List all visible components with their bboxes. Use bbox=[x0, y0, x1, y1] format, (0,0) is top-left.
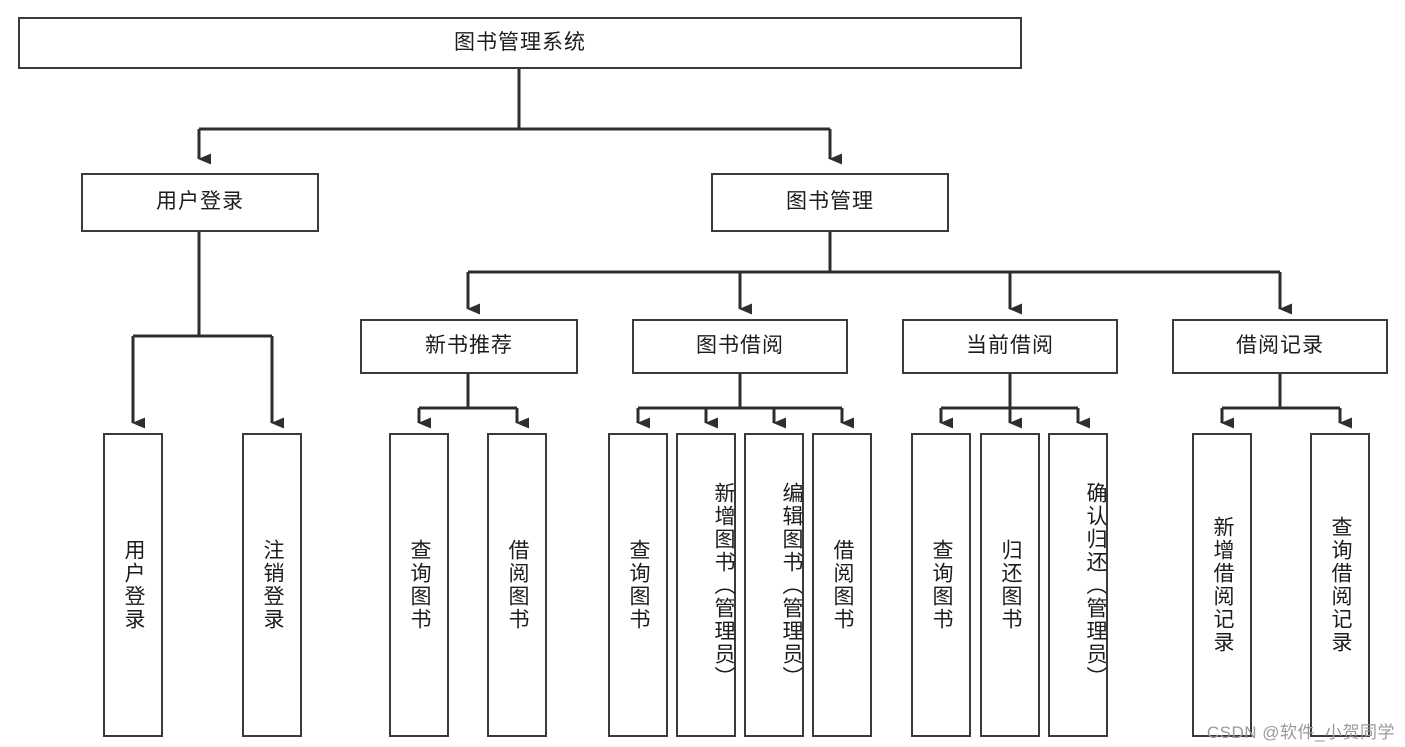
node-leaf-add-book[interactable]: 新增图书（管理员） bbox=[676, 433, 736, 737]
node-root[interactable]: 图书管理系统 bbox=[18, 17, 1022, 69]
node-leaf-query-book-1-label: 查询图书 bbox=[408, 539, 432, 631]
node-leaf-query-record[interactable]: 查询借阅记录 bbox=[1310, 433, 1370, 737]
node-book-manage[interactable]: 图书管理 bbox=[711, 173, 949, 232]
node-leaf-logout-login-label: 注销登录 bbox=[261, 539, 285, 631]
node-leaf-borrow-book-1[interactable]: 借阅图书 bbox=[487, 433, 547, 737]
node-leaf-add-record[interactable]: 新增借阅记录 bbox=[1192, 433, 1252, 737]
node-leaf-return-book-label: 归还图书 bbox=[999, 539, 1023, 631]
node-leaf-add-book-label: 新增图书（管理员） bbox=[712, 481, 735, 689]
watermark: CSDN @软件_小贺同学 bbox=[1206, 723, 1395, 742]
node-leaf-confirm-return-label: 确认归还（管理员） bbox=[1084, 481, 1107, 689]
node-leaf-query-book-2[interactable]: 查询图书 bbox=[608, 433, 668, 737]
node-leaf-borrow-book-2-label: 借阅图书 bbox=[831, 539, 855, 631]
node-leaf-logout-login[interactable]: 注销登录 bbox=[242, 433, 302, 737]
node-book-manage-label: 图书管理 bbox=[786, 190, 874, 214]
node-leaf-user-login[interactable]: 用户登录 bbox=[103, 433, 163, 737]
node-leaf-return-book[interactable]: 归还图书 bbox=[980, 433, 1040, 737]
node-leaf-borrow-book-1-label: 借阅图书 bbox=[506, 539, 530, 631]
node-borrow-record-label: 借阅记录 bbox=[1236, 334, 1324, 358]
node-borrow-record[interactable]: 借阅记录 bbox=[1172, 319, 1388, 374]
node-leaf-confirm-return[interactable]: 确认归还（管理员） bbox=[1048, 433, 1108, 737]
node-leaf-add-record-label: 新增借阅记录 bbox=[1211, 516, 1235, 654]
node-current-borrow-label: 当前借阅 bbox=[966, 334, 1054, 358]
node-new-book-recommend-label: 新书推荐 bbox=[425, 334, 513, 358]
node-leaf-borrow-book-2[interactable]: 借阅图书 bbox=[812, 433, 872, 737]
node-leaf-user-login-label: 用户登录 bbox=[122, 539, 146, 631]
node-leaf-query-book-1[interactable]: 查询图书 bbox=[389, 433, 449, 737]
node-leaf-query-book-3[interactable]: 查询图书 bbox=[911, 433, 971, 737]
node-leaf-edit-book[interactable]: 编辑图书（管理员） bbox=[744, 433, 804, 737]
node-leaf-edit-book-label: 编辑图书（管理员） bbox=[780, 481, 803, 689]
node-new-book-recommend[interactable]: 新书推荐 bbox=[360, 319, 578, 374]
node-current-borrow[interactable]: 当前借阅 bbox=[902, 319, 1118, 374]
node-book-borrow[interactable]: 图书借阅 bbox=[632, 319, 848, 374]
node-leaf-query-record-label: 查询借阅记录 bbox=[1329, 516, 1353, 654]
node-leaf-query-book-3-label: 查询图书 bbox=[930, 539, 954, 631]
node-leaf-query-book-2-label: 查询图书 bbox=[627, 539, 651, 631]
node-user-login-label: 用户登录 bbox=[156, 190, 244, 214]
node-root-label: 图书管理系统 bbox=[454, 30, 586, 54]
node-book-borrow-label: 图书借阅 bbox=[696, 334, 784, 358]
node-user-login[interactable]: 用户登录 bbox=[81, 173, 319, 232]
